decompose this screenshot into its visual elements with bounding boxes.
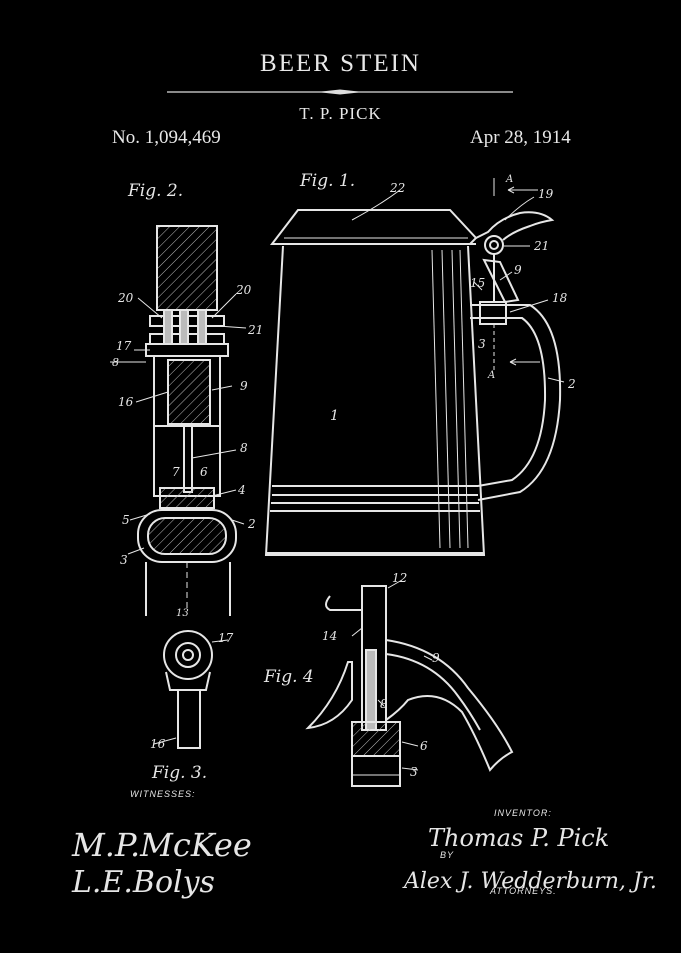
attorneys-label: ATTORNEYS. <box>489 886 557 896</box>
fig1-caption: Fig. 1. <box>299 171 355 191</box>
ref-20-right: 20 <box>235 283 252 297</box>
ref-17: 17 <box>218 631 234 645</box>
section-a-bottom: A <box>487 370 495 381</box>
ref-8: 8 <box>240 441 248 455</box>
ref-7: 7 <box>172 465 180 479</box>
ref-15: 15 <box>470 276 485 290</box>
by-label: BY <box>440 850 454 860</box>
ref-12: 12 <box>392 571 407 585</box>
ref-13: 13 <box>176 608 189 619</box>
ref-17: 17 <box>116 339 132 353</box>
inventor-name: T. P. PICK <box>299 104 382 123</box>
witness-2-signature: L.E.Bolys <box>71 865 215 900</box>
fig4-caption: Fig. 4 <box>263 667 314 687</box>
ref-16: 16 <box>118 395 134 409</box>
attorney-signature: Alex J. Wedderburn, Jr. <box>402 869 657 894</box>
ref-2: 2 <box>247 517 256 531</box>
ref-1: 1 <box>330 408 339 424</box>
figure-1-stein <box>264 178 565 556</box>
ref-20-left: 20 <box>117 291 134 305</box>
patent-date: Apr 28, 1914 <box>470 127 571 148</box>
ref-21: 21 <box>533 239 549 253</box>
ref-3: 3 <box>478 337 486 351</box>
fig3-caption: Fig. 3. <box>151 763 207 783</box>
figure-4-part <box>305 579 514 787</box>
ref-3: 3 <box>120 553 128 567</box>
ref-5: 5 <box>122 513 130 527</box>
ref-6: 6 <box>200 465 208 479</box>
ref-8-marker: 8 <box>112 356 119 369</box>
ref-9: 9 <box>514 263 522 277</box>
page-title: BEER STEIN <box>260 50 421 77</box>
ref-14: 14 <box>322 629 337 643</box>
ref-22: 22 <box>389 181 405 195</box>
ref-4: 4 <box>237 483 246 497</box>
ref-16: 16 <box>150 737 166 751</box>
ref-9: 9 <box>432 651 440 665</box>
inventor-signature: Thomas P. Pick <box>428 824 609 852</box>
patent-number: No. 1,094,469 <box>112 127 221 148</box>
fig2-caption: Fig. 2. <box>127 181 183 201</box>
title-divider <box>167 89 513 95</box>
ref-3: 3 <box>410 765 418 779</box>
witnesses-label: WITNESSES: <box>130 789 196 799</box>
ref-21: 21 <box>247 323 263 337</box>
ref-18: 18 <box>552 291 568 305</box>
inventor-label: INVENTOR: <box>494 808 552 818</box>
ref-8: 8 <box>380 697 388 711</box>
figure-3-part <box>153 630 229 749</box>
figure-2-section <box>110 225 247 616</box>
ref-2: 2 <box>567 377 576 391</box>
ref-9: 9 <box>240 379 248 393</box>
section-a-top: A <box>505 174 513 185</box>
ref-6: 6 <box>420 739 428 753</box>
ref-19: 19 <box>538 187 554 201</box>
witness-1-signature: M.P.McKee <box>71 826 252 864</box>
